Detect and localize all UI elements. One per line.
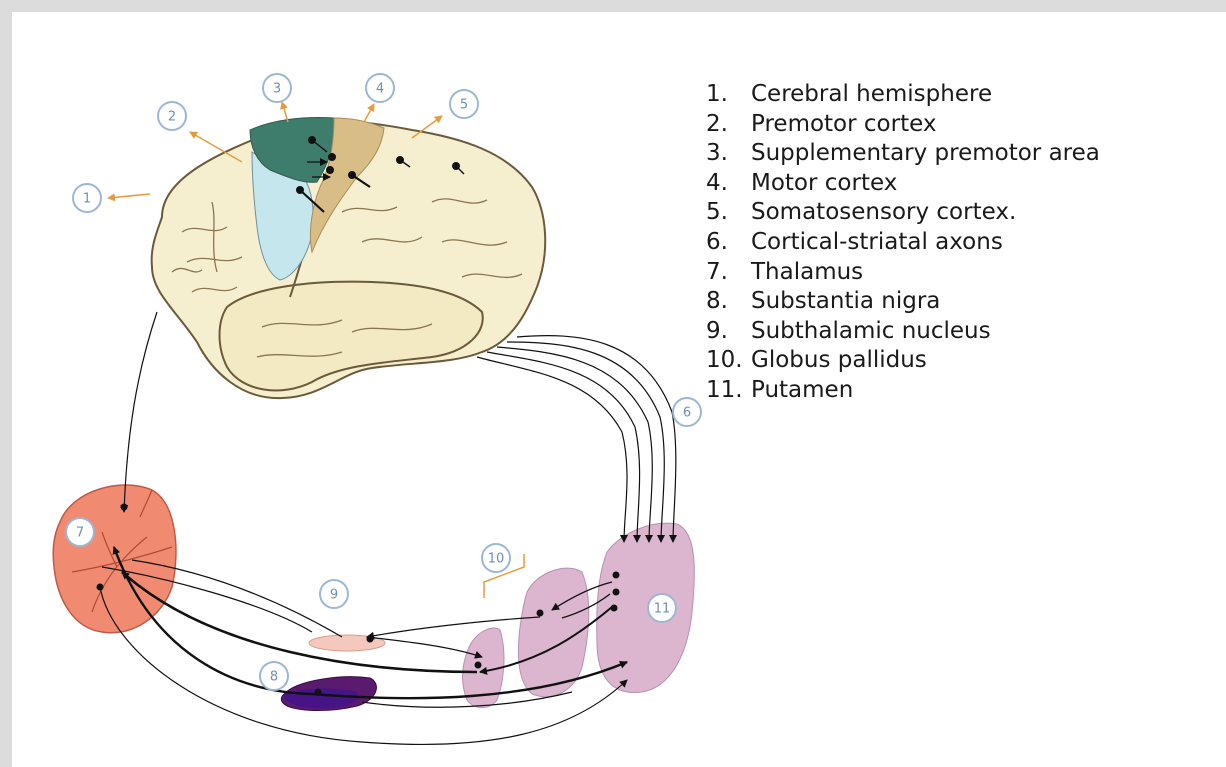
legend-item-label: Subthalamic nucleus — [751, 318, 991, 344]
legend-item-label: Thalamus — [751, 259, 863, 285]
legend-item: 2.Premotor cortex — [706, 110, 1100, 140]
callout-6: 6 — [673, 398, 701, 426]
callout-label: 5 — [460, 98, 468, 113]
legend-item: 10.Globus pallidus — [706, 346, 1100, 376]
legend-item: 4.Motor cortex — [706, 169, 1100, 199]
legend-item-number: 1. — [706, 80, 751, 110]
thalamus — [53, 485, 176, 633]
callout-11: 11 — [648, 594, 676, 622]
cortex-thalamus-path — [124, 312, 157, 512]
legend-item-number: 9. — [706, 317, 751, 347]
callout-8: 8 — [260, 662, 288, 690]
legend-item-number: 7. — [706, 258, 751, 288]
legend-item: 5.Somatosensory cortex. — [706, 198, 1100, 228]
callout-3: 3 — [263, 74, 291, 102]
callout-10: 10 — [482, 544, 510, 572]
callout-label: 9 — [330, 588, 338, 603]
cortical-striatal-axons — [477, 336, 676, 542]
legend-item-number: 8. — [706, 287, 751, 317]
legend-item: 7.Thalamus — [706, 258, 1100, 288]
callout-label: 4 — [376, 82, 384, 97]
callout-label: 7 — [76, 526, 84, 541]
legend-item-number: 5. — [706, 198, 751, 228]
legend-item-label: Motor cortex — [751, 170, 897, 196]
legend-item-number: 10. — [706, 346, 751, 376]
callout-label: 10 — [488, 552, 505, 567]
callout-2: 2 — [158, 102, 186, 130]
callout-label: 8 — [270, 670, 278, 685]
legend-item-label: Cerebral hemisphere — [751, 81, 992, 107]
callout-label: 11 — [654, 602, 671, 617]
legend-item-label: Substantia nigra — [751, 288, 940, 314]
callout-label: 1 — [83, 192, 91, 207]
legend-item-label: Putamen — [751, 377, 853, 403]
legend-item-number: 3. — [706, 139, 751, 169]
callout-1: 1 — [73, 184, 101, 212]
legend-item-label: Cortical-striatal axons — [751, 229, 1003, 255]
legend-item-label: Globus pallidus — [751, 347, 927, 373]
callout-7: 7 — [66, 518, 94, 546]
legend-item-number: 2. — [706, 110, 751, 140]
legend-item: 9.Subthalamic nucleus — [706, 317, 1100, 347]
legend-item: 6.Cortical-striatal axons — [706, 228, 1100, 258]
callout-label: 6 — [683, 406, 691, 421]
callout-4: 4 — [366, 74, 394, 102]
legend-item-label: Supplementary premotor area — [751, 140, 1100, 166]
legend-item-number: 6. — [706, 228, 751, 258]
legend-item-number: 11. — [706, 376, 751, 406]
callout-5: 5 — [450, 90, 478, 118]
legend-item-label: Somatosensory cortex. — [751, 199, 1016, 225]
legend-item: 3.Supplementary premotor area — [706, 139, 1100, 169]
legend-item: 1.Cerebral hemisphere — [706, 80, 1100, 110]
callout-9: 9 — [320, 580, 348, 608]
callout-label: 3 — [273, 82, 281, 97]
legend-item: 11.Putamen — [706, 376, 1100, 406]
callout-label: 2 — [168, 110, 176, 125]
legend-item-label: Premotor cortex — [751, 111, 936, 137]
legend-item-number: 4. — [706, 169, 751, 199]
legend-item: 8.Substantia nigra — [706, 287, 1100, 317]
